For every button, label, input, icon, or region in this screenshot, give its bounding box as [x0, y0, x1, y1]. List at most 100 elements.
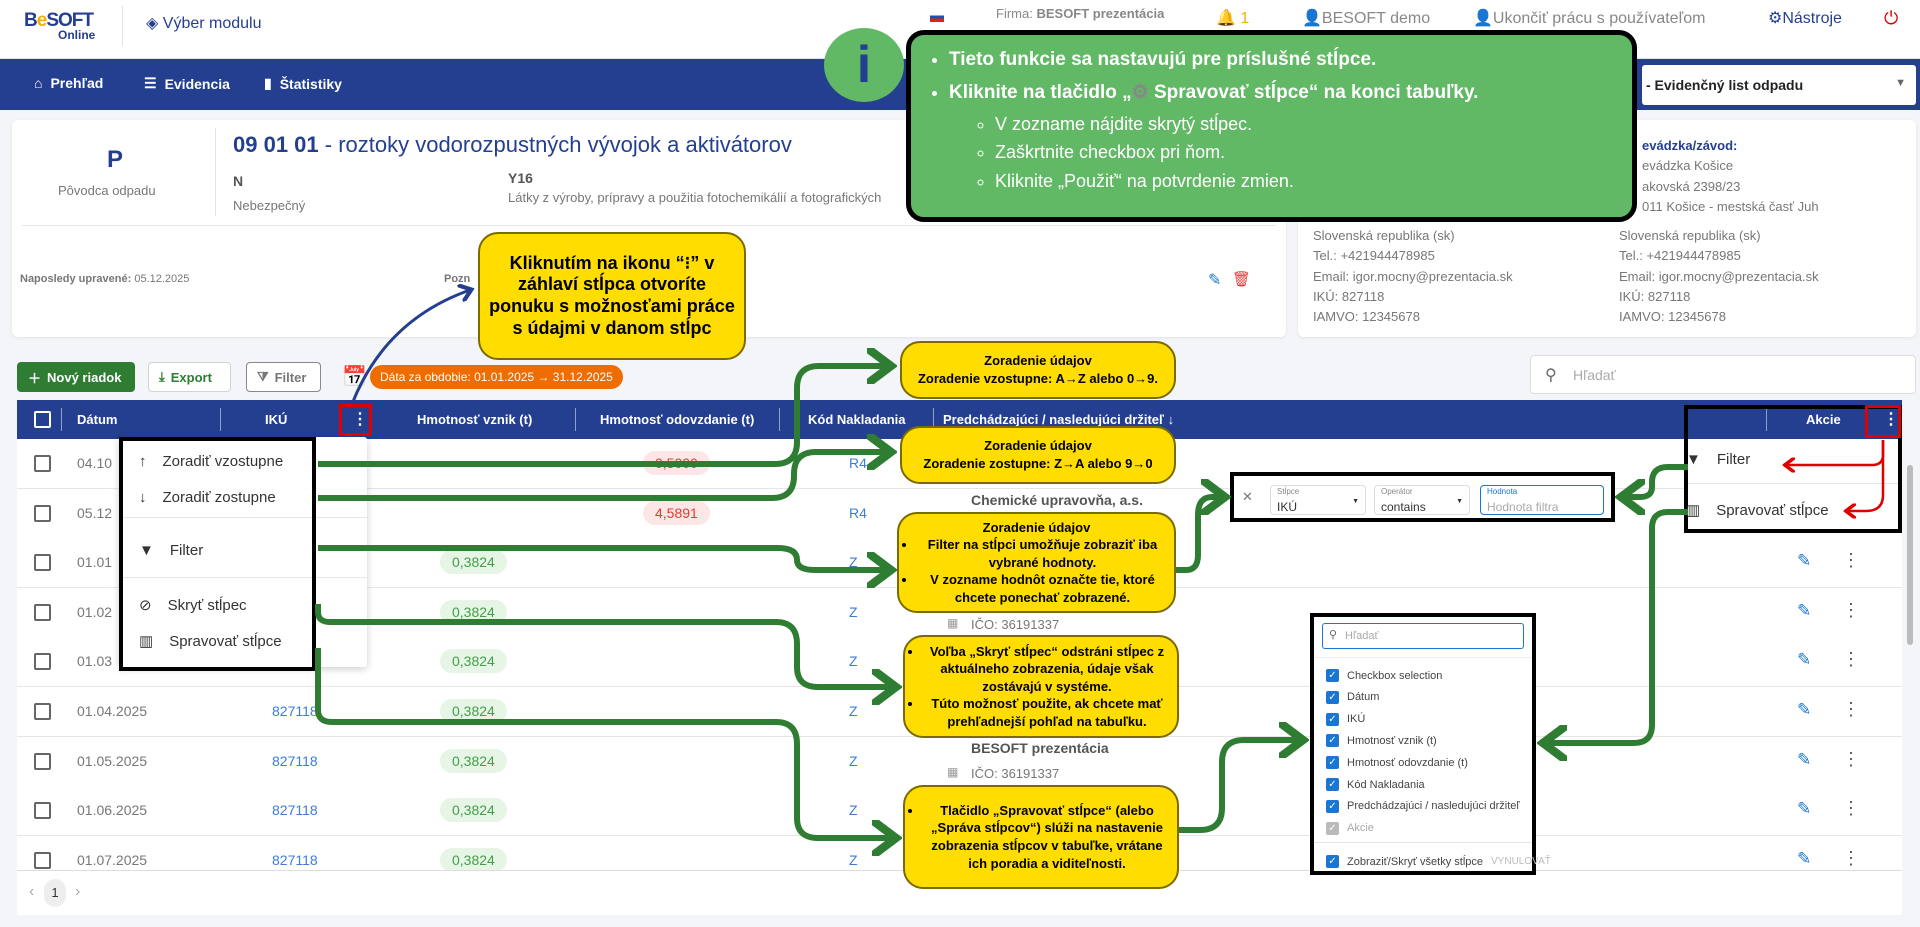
select-all-checkbox[interactable]: [34, 411, 51, 428]
power-icon[interactable]: ⏻: [1884, 8, 1899, 28]
row-checkbox[interactable]: [34, 752, 51, 770]
cell-handling-code[interactable]: Z: [849, 752, 858, 769]
column-holder[interactable]: Predchádzajúci / nasledujúci držiteľ ↓: [943, 412, 1175, 427]
besoft-logo[interactable]: BeSOFT Online: [24, 10, 96, 42]
close-icon[interactable]: ✕: [1242, 489, 1253, 504]
actions-menu-filter[interactable]: ▼Filter: [1686, 451, 1751, 468]
cell-handling-code[interactable]: Z: [849, 802, 858, 819]
module-select-button[interactable]: ◈ Výber modulu: [146, 15, 262, 32]
column-toggle[interactable]: ✓Hmotnosť vznik (t): [1326, 734, 1437, 748]
edit-icon[interactable]: ✎: [1797, 700, 1812, 719]
column-date[interactable]: Dátum: [77, 412, 118, 427]
row-checkbox[interactable]: [34, 653, 51, 671]
cell-weight-handed: 0,5000: [643, 451, 710, 475]
row-checkbox[interactable]: [34, 802, 51, 820]
column-toggle[interactable]: ✓Kód Nakladania: [1326, 778, 1425, 791]
calendar-icon[interactable]: 📅: [342, 366, 367, 388]
edit-icon[interactable]: ✎: [1797, 848, 1812, 868]
callout-info: Tieto funkcie sa nastavujú pre príslušné…: [906, 30, 1637, 222]
cell-handling-code[interactable]: R4: [849, 455, 867, 471]
edit-icon[interactable]: ✎: [1208, 272, 1222, 289]
column-weight-created[interactable]: Hmotnosť vznik (t): [417, 412, 533, 427]
new-row-button[interactable]: ＋Nový riadok: [17, 362, 135, 392]
more-icon[interactable]: ⋮: [1842, 847, 1860, 868]
row-checkbox[interactable]: [34, 603, 51, 621]
cell-iku[interactable]: 827118: [272, 851, 318, 868]
edit-icon[interactable]: ✎: [1797, 650, 1812, 670]
actions-menu-manage-columns[interactable]: ▥Spravovať stĺpce: [1686, 501, 1829, 520]
reset-button[interactable]: VYNULOVAŤ: [1491, 856, 1551, 867]
row-checkbox[interactable]: [34, 504, 51, 522]
column-toggle[interactable]: ✓Dátum: [1326, 690, 1379, 704]
more-icon[interactable]: ⋮: [1842, 550, 1860, 571]
prev-page-icon[interactable]: ‹: [29, 883, 35, 900]
nav-overview[interactable]: ⌂Prehľad: [34, 75, 104, 91]
actions-column-menu-icon[interactable]: ⋮: [1883, 411, 1899, 428]
cell-handling-code[interactable]: Z: [849, 703, 858, 719]
edit-icon[interactable]: ✎: [1797, 799, 1812, 819]
menu-hide-column[interactable]: ⊘Skryť stĺpec: [139, 596, 247, 615]
checkbox-checked-icon: ✓: [1326, 756, 1339, 770]
cell-handling-code[interactable]: R4: [849, 504, 867, 521]
gears-icon: ⚙: [1768, 10, 1783, 27]
row-checkbox[interactable]: [34, 554, 51, 572]
column-search-input[interactable]: ⚲ Hľadať: [1322, 623, 1524, 649]
more-icon[interactable]: ⋮: [1842, 599, 1860, 620]
delete-icon[interactable]: 🗑: [1232, 271, 1252, 288]
column-weight-handed[interactable]: Hmotnosť odovzdanie (t): [600, 412, 755, 427]
row-checkbox[interactable]: [34, 703, 51, 720]
menu-filter[interactable]: ▼Filter: [139, 542, 204, 559]
scrollbar[interactable]: [1905, 445, 1915, 865]
column-toggle[interactable]: ✓Checkbox selection: [1326, 669, 1442, 682]
edit-icon[interactable]: ✎: [1797, 551, 1812, 571]
cell-handling-code[interactable]: Z: [849, 603, 858, 620]
column-toggle[interactable]: ✓IKÚ: [1326, 712, 1365, 726]
menu-manage-columns[interactable]: ▥Spravovať stĺpce: [139, 632, 282, 651]
end-work-button[interactable]: 👤Ukončiť prácu s používateľom: [1473, 10, 1706, 27]
edit-icon[interactable]: ✎: [1797, 749, 1812, 769]
column-iku[interactable]: IKÚ: [265, 412, 288, 427]
more-icon[interactable]: ⋮: [1842, 748, 1860, 769]
cell-iku[interactable]: 827118: [272, 703, 318, 719]
page-button[interactable]: 1: [44, 879, 66, 907]
cell-handling-code[interactable]: Z: [849, 554, 858, 571]
more-icon[interactable]: ⋮: [1842, 699, 1860, 719]
menu-sort-desc[interactable]: ↓Zoradiť zostupne: [139, 489, 276, 506]
next-page-icon[interactable]: ›: [75, 883, 81, 900]
row-checkbox[interactable]: [34, 455, 51, 472]
user-button[interactable]: 👤BESOFT demo: [1302, 10, 1431, 27]
column-handling-code[interactable]: Kód Nakladania: [808, 412, 906, 427]
cell-iku[interactable]: 827118: [272, 752, 318, 769]
column-toggle[interactable]: ✓Hmotnosť odovzdanie (t): [1326, 756, 1468, 770]
search-input[interactable]: ⚲ Hľadať: [1530, 355, 1916, 394]
more-icon[interactable]: ⋮: [1842, 798, 1860, 819]
cell-handling-code[interactable]: Z: [849, 851, 858, 868]
export-button[interactable]: ⤓Export: [148, 362, 231, 392]
divider: [122, 6, 123, 46]
cell-date: 05.12: [77, 504, 113, 521]
period-badge[interactable]: Dáta za obdobie: 01.01.2025 → 31.12.2025: [370, 365, 623, 389]
tools-button[interactable]: ⚙Nástroje: [1768, 10, 1842, 27]
slovak-flag-icon[interactable]: [930, 12, 944, 22]
nav-statistics[interactable]: ▮Štatistiky: [264, 75, 342, 92]
filter-button[interactable]: ⧩Filter: [246, 362, 321, 392]
column-toggle[interactable]: ✓Predchádzajúci / nasledujúci držiteľ: [1326, 799, 1520, 813]
row-checkbox[interactable]: [34, 851, 51, 869]
checkbox-checked-icon: ✓: [1326, 778, 1339, 791]
nav-records[interactable]: ☰Evidencia: [144, 75, 230, 92]
cell-iku[interactable]: 827118: [272, 802, 318, 819]
more-icon[interactable]: ⋮: [1842, 649, 1860, 670]
cell-handling-code[interactable]: Z: [849, 653, 858, 670]
edit-icon[interactable]: ✎: [1797, 600, 1812, 620]
notifications-button[interactable]: 🔔 1: [1216, 10, 1250, 27]
document-type-select[interactable]: - Evidenčný list odpadu▼: [1642, 65, 1916, 105]
menu-sort-asc[interactable]: ↑Zoradiť vzostupne: [139, 453, 284, 470]
cell-weight-created: 0,3824: [440, 748, 507, 773]
cell-holder: BESOFT prezentácia: [971, 739, 1109, 756]
plus-icon: ＋: [28, 370, 42, 386]
